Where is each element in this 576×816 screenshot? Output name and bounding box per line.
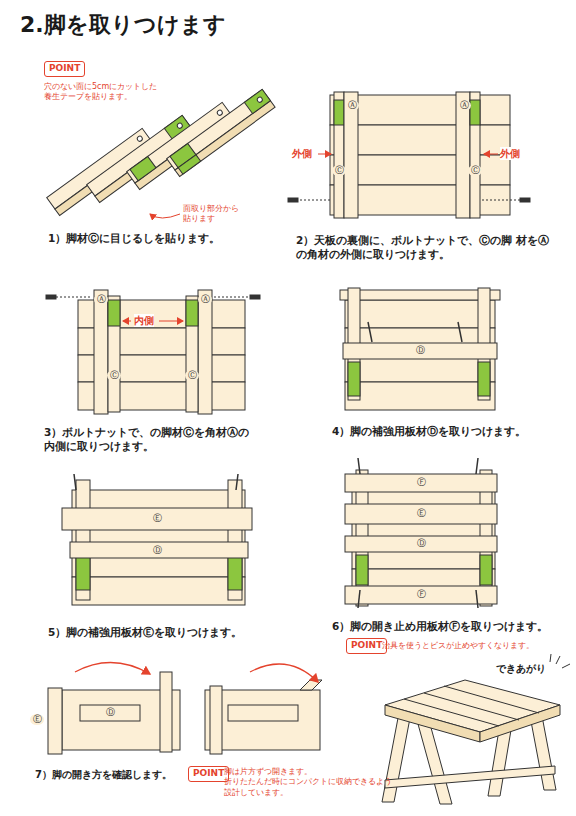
part-letter: Ⓒ (468, 165, 482, 176)
part-letter: Ⓔ (414, 508, 428, 519)
part-letter: Ⓓ (150, 545, 164, 556)
part-letter: Ⓓ (414, 538, 428, 549)
part-letter: Ⓐ (345, 100, 359, 111)
part-letter: Ⓔ (30, 714, 44, 725)
point-text: POINT (49, 63, 80, 73)
step-caption: 4）脚の補強用板材Ⓓを取りつけます。 (332, 425, 572, 439)
step-caption: 2）天板の裏側に、ボルトナットで、Ⓒの脚 材をⒶの角材の外側に取りつけます。 (296, 234, 558, 261)
note-text: 脚は片方ずつ開きます。 折りたたんだ時にコンパクトに収納できるよう 設計していま… (224, 767, 434, 798)
callout-text: 外側 (500, 147, 520, 160)
callout-text: 内側 (134, 314, 154, 327)
step-caption: 1）脚材Ⓒに目じるしを貼ります。 (48, 232, 310, 246)
part-letter: Ⓕ (414, 477, 428, 488)
point-box: POINT (188, 766, 229, 782)
page-title: 2.脚を取りつけます (20, 10, 226, 40)
part-letter: Ⓐ (457, 100, 471, 111)
part-letter: Ⓒ (332, 165, 346, 176)
point-box: POINT (44, 61, 85, 77)
part-letter: Ⓒ (107, 370, 121, 381)
part-letter: Ⓓ (413, 345, 427, 356)
note-text: 穴のない面に5cmにカットした 養生テープを貼ります。 (44, 82, 204, 103)
part-letter: Ⓓ (103, 707, 117, 718)
point-text: POINT (351, 640, 382, 650)
step-caption: 5）脚の補強用板材Ⓔを取りつけます。 (48, 626, 310, 640)
callout-text: できあがり (496, 662, 546, 675)
callout-text: 外側 (292, 147, 312, 160)
part-letter: Ⓕ (414, 589, 428, 600)
point-text: POINT (193, 768, 224, 778)
part-letter: Ⓒ (185, 370, 199, 381)
step-caption: 7）脚の開き方を確認します。 (35, 768, 185, 781)
point-box: POINT (346, 638, 387, 654)
part-letter: Ⓐ (198, 294, 212, 305)
step-caption: 6）脚の開き止め用板材Ⓕを取りつけます。 (332, 620, 572, 634)
note-text: 面取り部分から 貼ります (183, 204, 253, 225)
note-text: 治具を使うとビスが止めやすくなります。 (382, 641, 572, 651)
part-letter: Ⓔ (150, 513, 164, 524)
part-letter: Ⓐ (94, 294, 108, 305)
step-caption: 3）ボルトナットで、の脚材Ⓒを角材Ⓐの 内側に取りつけます。 (44, 426, 294, 453)
